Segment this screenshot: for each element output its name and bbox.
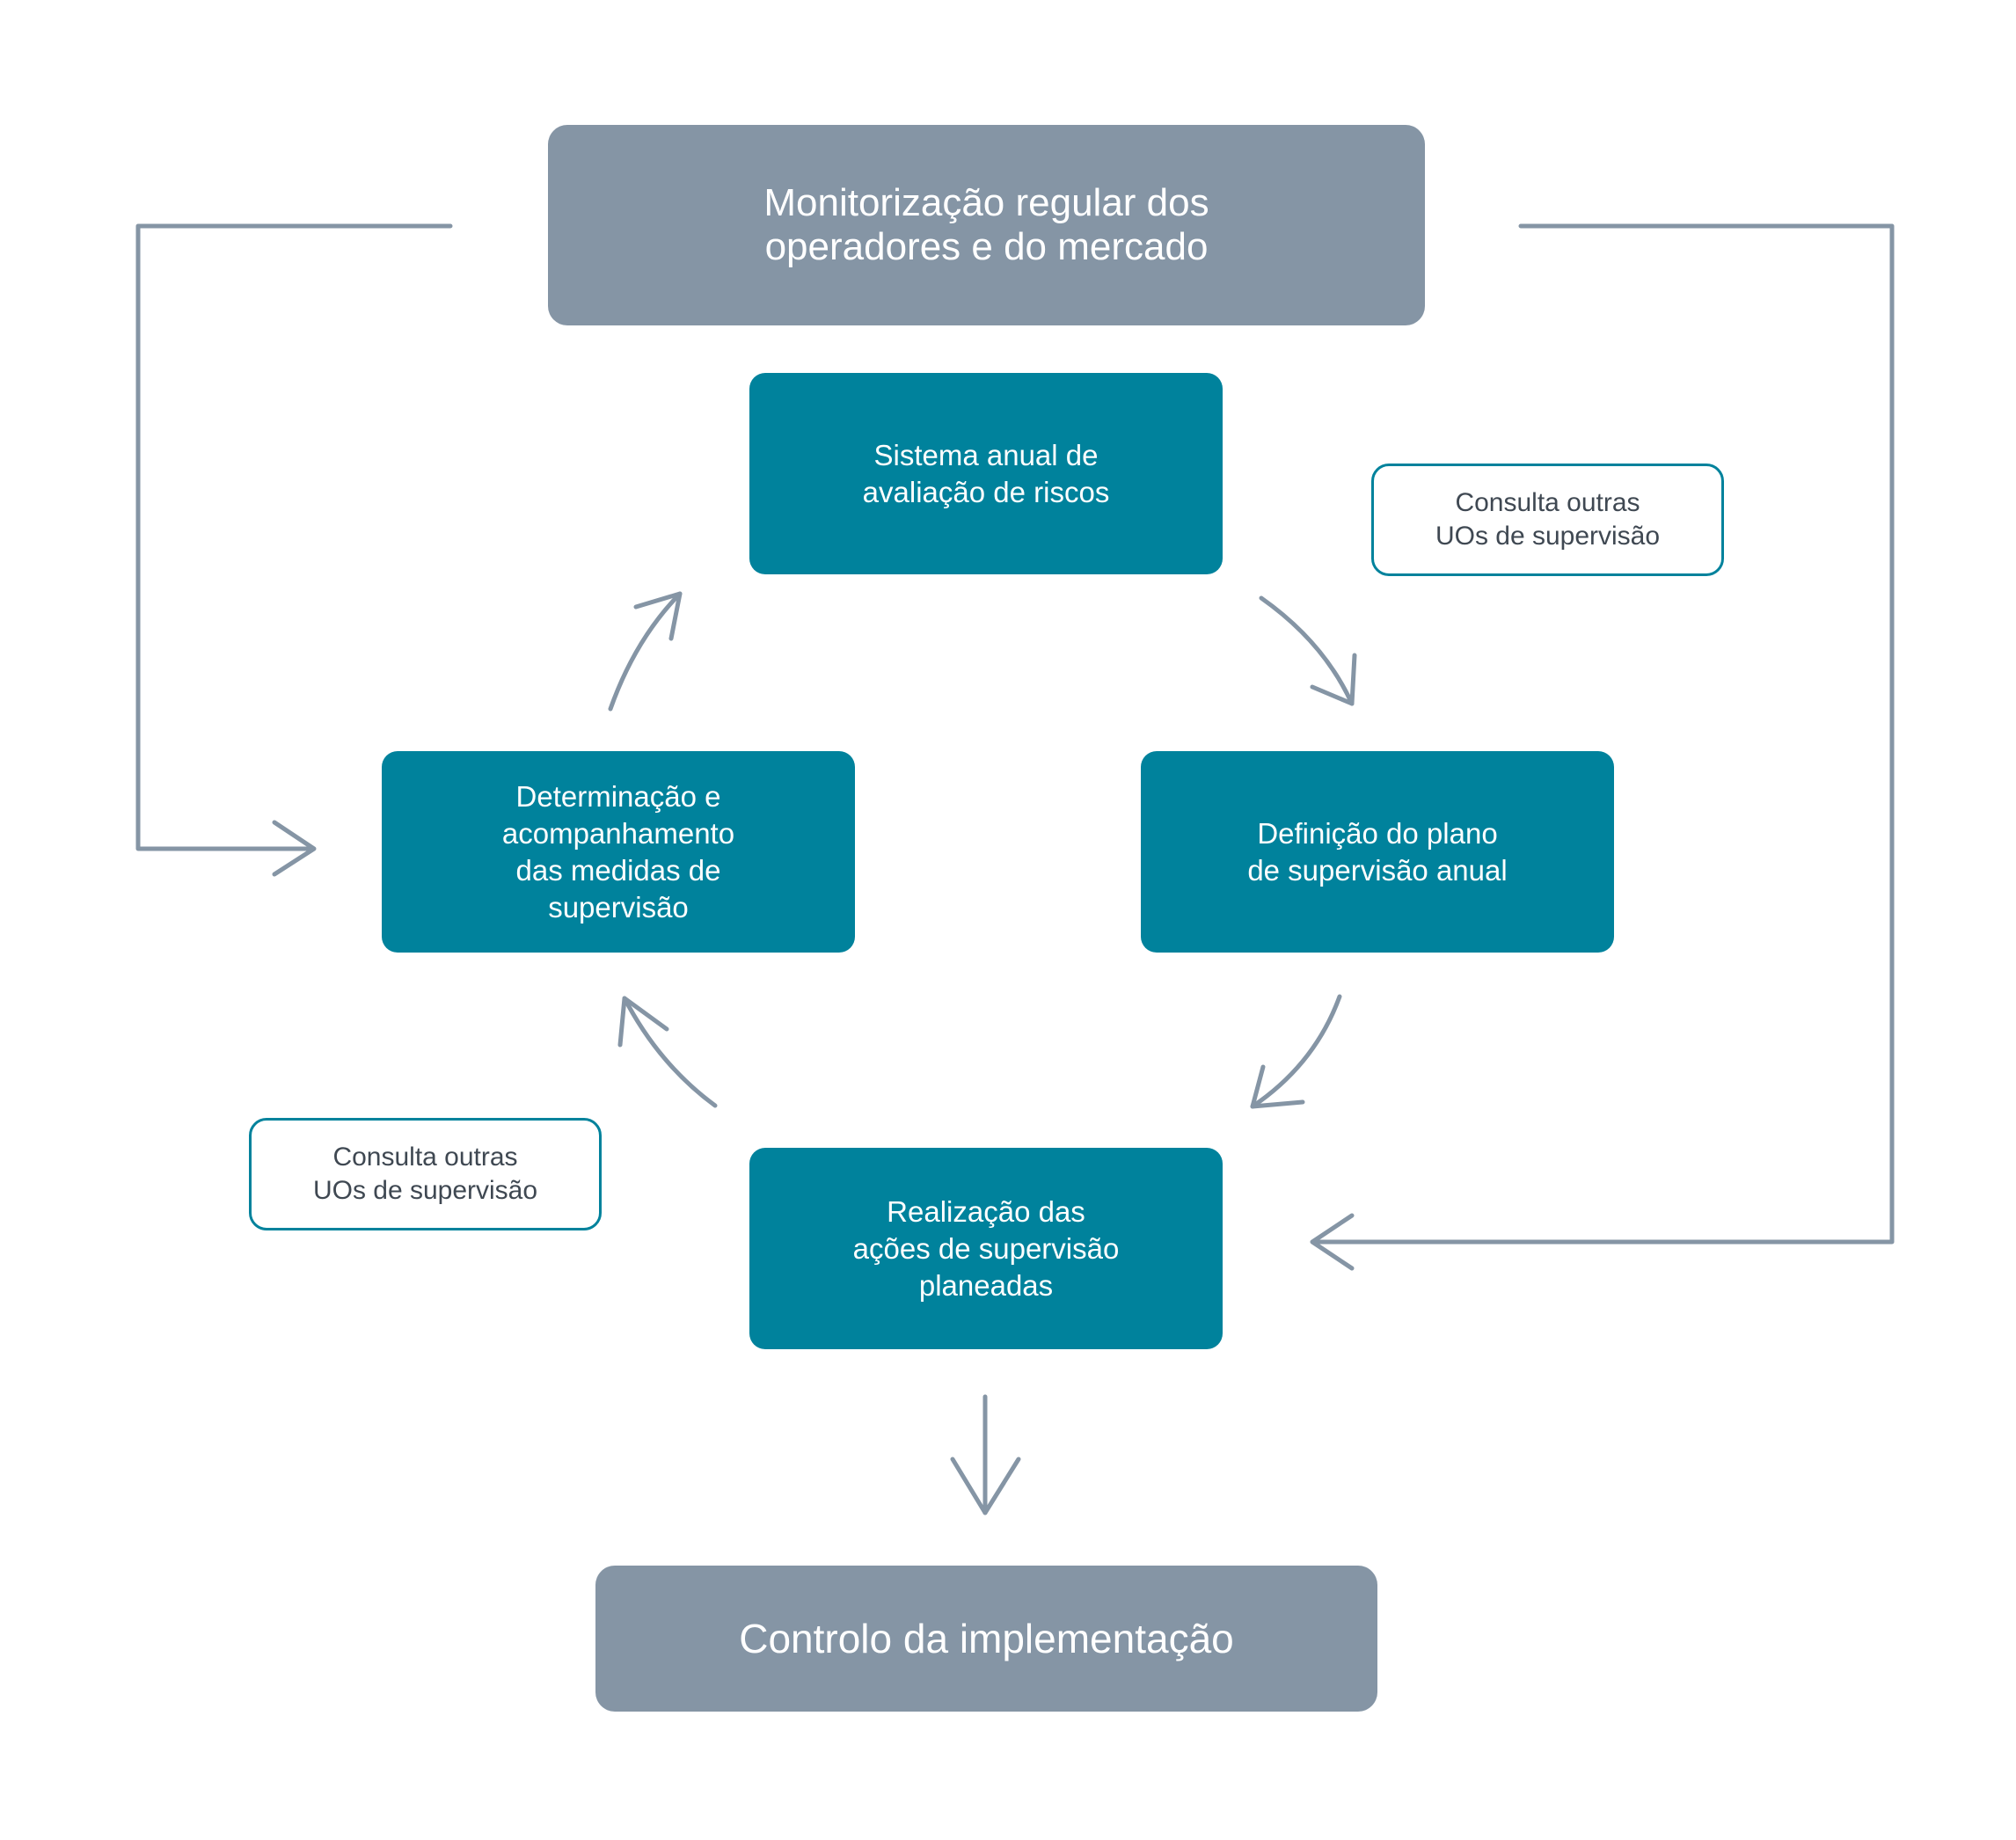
supervision-actions-line1: Realização das xyxy=(887,1194,1085,1228)
supervision-actions-line3: planeadas xyxy=(918,1268,1054,1302)
supervision-measures-line2: acompanhamento xyxy=(501,816,735,850)
implementation-control-label: Controlo da implementação xyxy=(739,1616,1234,1661)
consult-note-left: Consulta outras UOs de supervisão xyxy=(249,1118,602,1230)
implementation-control-box: Controlo da implementação xyxy=(595,1566,1377,1712)
left-bracket-arrow xyxy=(135,223,453,877)
risk-assessment-line2: avaliação de riscos xyxy=(862,475,1110,508)
consult-note-right: Consulta outras UOs de supervisão xyxy=(1371,464,1724,576)
cycle-arrow-left-top xyxy=(608,591,683,712)
supervision-plan-line2: de supervisão anual xyxy=(1247,853,1508,887)
supervision-plan-box: Definição do plano de supervisão anual xyxy=(1141,751,1614,953)
monitoring-box: Monitorização regular dos operadores e d… xyxy=(548,125,1425,325)
supervision-measures-line4: supervisão xyxy=(548,890,689,924)
supervision-actions-line2: ações de supervisão xyxy=(852,1231,1120,1265)
cycle-arrow-bottom-left xyxy=(617,996,718,1108)
down-arrow xyxy=(950,1394,1021,1515)
cycle-arrow-top-right xyxy=(1259,595,1357,706)
monitoring-box-line2: operadores e do mercado xyxy=(764,225,1209,268)
right-bracket-arrow xyxy=(1310,223,1895,1271)
consult-note-left-line2: UOs de supervisão xyxy=(312,1176,538,1205)
supervision-measures-line1: Determinação e xyxy=(515,779,721,813)
consult-note-left-line1: Consulta outras xyxy=(332,1143,518,1172)
supervision-measures-line3: das medidas de xyxy=(515,853,721,887)
supervision-measures-box: Determinação e acompanhamento das medida… xyxy=(382,751,855,953)
risk-assessment-box: Sistema anual de avaliação de riscos xyxy=(749,373,1223,574)
cycle-arrow-right-bottom xyxy=(1250,994,1342,1109)
risk-assessment-line1: Sistema anual de xyxy=(873,438,1099,471)
monitoring-box-line1: Monitorização regular dos xyxy=(763,181,1209,224)
supervision-plan-line1: Definição do plano xyxy=(1257,816,1498,850)
consult-note-right-line1: Consulta outras xyxy=(1455,488,1640,517)
supervision-actions-box: Realização das ações de supervisão plane… xyxy=(749,1148,1223,1349)
consult-note-right-line2: UOs de supervisão xyxy=(1435,522,1661,551)
